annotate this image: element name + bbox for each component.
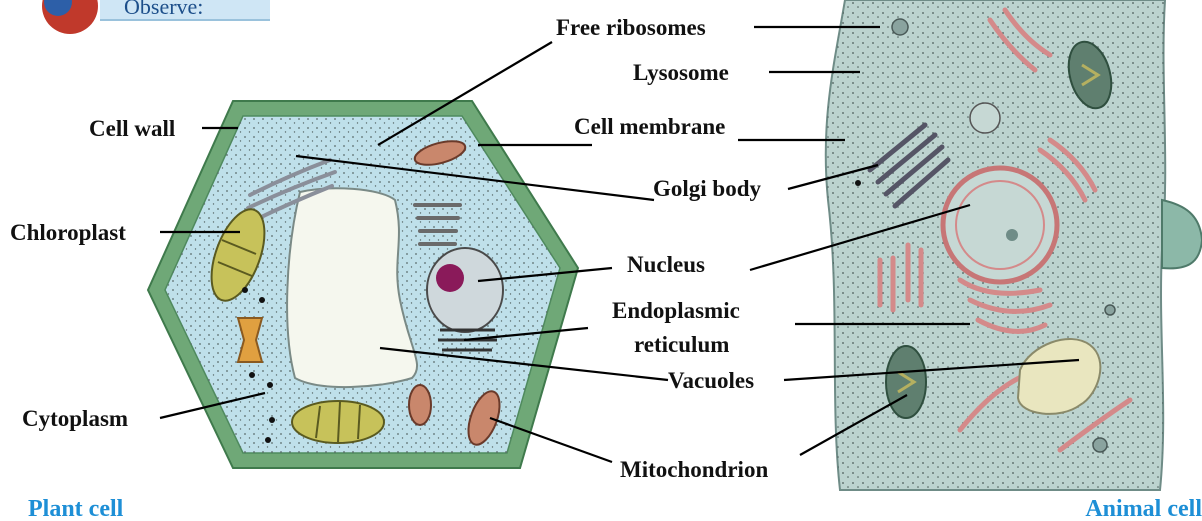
plant-vacuole [287,188,417,387]
label-vacuoles: Vacuoles [668,368,754,393]
label-mitochondrion: Mitochondrion [620,457,768,482]
plant-mitochondrion-3 [409,385,431,425]
label-reticulum: reticulum [634,332,729,357]
observe-badge: Observe: [42,0,270,34]
caption-plant-cell: Plant cell [28,496,124,521]
label-cell-membrane: Cell membrane [574,114,725,139]
label-endoplasmic: Endoplasmic [612,298,740,323]
plant-chloroplast-2 [292,401,384,443]
animal-mitochondrion-1 [886,346,926,418]
label-chloroplast: Chloroplast [10,220,126,245]
animal-cell [826,0,1202,490]
label-nucleus: Nucleus [627,252,705,277]
label-golgi-body: Golgi body [653,176,762,201]
label-free-ribosomes: Free ribosomes [556,15,706,40]
label-cytoplasm: Cytoplasm [22,406,128,431]
caption-animal-cell: Animal cell [1085,496,1202,521]
label-cell-wall: Cell wall [89,116,175,141]
animal-nucleus [943,168,1057,282]
plant-nucleus [427,248,503,332]
animal-lysosome [892,19,908,35]
plant-cell [148,101,578,468]
label-lysosome: Lysosome [633,60,729,85]
badge-text: Observe: [124,0,203,19]
